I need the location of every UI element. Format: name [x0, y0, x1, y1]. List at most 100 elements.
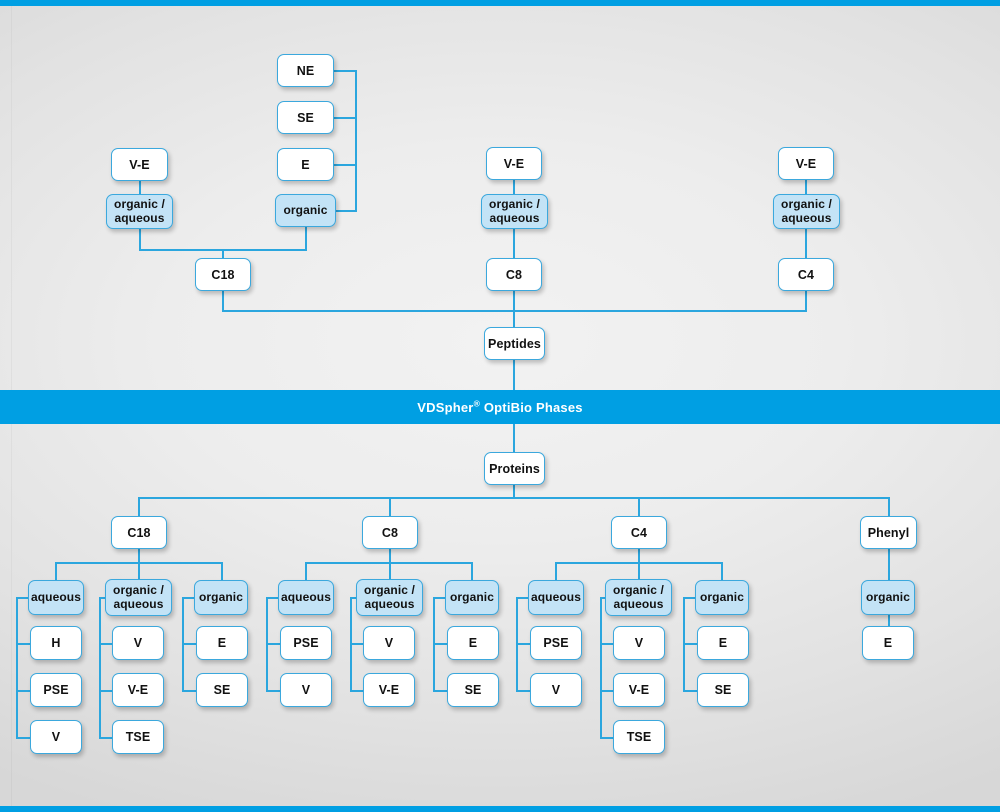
connector-c4-bus-organic-aqueous — [638, 562, 640, 579]
connector-ve-to-mode-c4 — [805, 180, 807, 194]
proteins-c8-org-item-se[interactable]: SE — [447, 673, 499, 707]
proteins-c18-org-item-se[interactable]: SE — [196, 673, 248, 707]
peptides-c18-parent-ve[interactable]: V-E — [111, 148, 168, 181]
connector-c8-aqueous-item-2 — [266, 690, 280, 692]
brand-banner: VDSpher® OptiBio Phases — [0, 390, 1000, 424]
connector-peptides-to-banner — [513, 359, 515, 392]
peptides-c18-organic-item-ne[interactable]: NE — [277, 54, 334, 87]
connector-c4-org-item-1 — [683, 643, 697, 645]
peptides-base-c4[interactable]: C4 — [778, 258, 834, 291]
connector-spine-to-phenyl — [888, 497, 890, 516]
peptides-base-c8[interactable]: C8 — [486, 258, 542, 291]
peptides-c8-mode-organic-aqueous[interactable]: organic / aqueous — [481, 194, 548, 229]
proteins-c4-oa-item-ve[interactable]: V-E — [613, 673, 665, 707]
top-accent-bar — [0, 0, 1000, 6]
connector-spine-to-c18 — [138, 497, 140, 516]
proteins-phenyl-mode-organic[interactable]: organic — [861, 580, 915, 615]
proteins-c8-mode-aqueous[interactable]: aqueous — [278, 580, 334, 615]
proteins-c4-oa-item-v[interactable]: V — [613, 626, 665, 660]
proteins-c4-aqueous-item-pse[interactable]: PSE — [530, 626, 582, 660]
connector-c4-oa-item-1 — [600, 643, 613, 645]
connector-c8-bus-organic — [471, 562, 473, 580]
connector-junction-to-c18 — [222, 249, 224, 261]
proteins-c4-mode-organic[interactable]: organic — [695, 580, 749, 615]
connector-e-stub — [334, 164, 357, 166]
proteins-c8-aqueous-item-v[interactable]: V — [280, 673, 332, 707]
proteins-phenyl-org-item-e[interactable]: E — [862, 626, 914, 660]
connector-ve-to-mode-c8 — [513, 180, 515, 194]
proteins-root[interactable]: Proteins — [484, 452, 545, 485]
connector-c18-bus-organic — [221, 562, 223, 580]
peptides-c18-organic-item-se[interactable]: SE — [277, 101, 334, 134]
proteins-c18-aqueous-item-v[interactable]: V — [30, 720, 82, 754]
peptides-c4-mode-organic-aqueous[interactable]: organic / aqueous — [773, 194, 840, 229]
connector-mode-to-c8 — [513, 229, 515, 261]
connector-c8-aqueous-head — [266, 597, 280, 599]
peptides-c18-mode-organic-aqueous[interactable]: organic / aqueous — [106, 194, 173, 229]
connector-c18-down — [138, 549, 140, 563]
connector-c18-org-item-2 — [182, 690, 196, 692]
banner-text: VDSpher® OptiBio Phases — [417, 398, 582, 415]
connector-organic-stub — [334, 210, 357, 212]
proteins-c18-mode-aqueous[interactable]: aqueous — [28, 580, 84, 615]
connector-c4-aqueous-item-2 — [516, 690, 530, 692]
proteins-base-c18[interactable]: C18 — [111, 516, 167, 549]
proteins-c18-aqueous-item-pse[interactable]: PSE — [30, 673, 82, 707]
proteins-c4-mode-organic-aqueous[interactable]: organic / aqueous — [605, 579, 672, 616]
proteins-c4-org-item-e[interactable]: E — [697, 626, 749, 660]
proteins-c8-mode-organic[interactable]: organic — [445, 580, 499, 615]
peptides-base-c18[interactable]: C18 — [195, 258, 251, 291]
peptides-root[interactable]: Peptides — [484, 327, 545, 360]
proteins-base-c8[interactable]: C8 — [362, 516, 418, 549]
connector-c4-aqueous-item-1 — [516, 643, 530, 645]
proteins-c8-aqueous-item-pse[interactable]: PSE — [280, 626, 332, 660]
proteins-c4-aqueous-item-v[interactable]: V — [530, 673, 582, 707]
proteins-c4-mode-aqueous[interactable]: aqueous — [528, 580, 584, 615]
connector-c4-aqueous-head — [516, 597, 530, 599]
connector-c8-org-item-2 — [433, 690, 447, 692]
connector-organic-rail — [355, 70, 357, 212]
proteins-c4-oa-item-tse[interactable]: TSE — [613, 720, 665, 754]
proteins-c8-oa-item-ve[interactable]: V-E — [363, 673, 415, 707]
connector-c18-to-spine — [222, 290, 224, 311]
connector-c4-oa-item-3 — [600, 737, 613, 739]
connector-spine-to-c4 — [638, 497, 640, 516]
connector-ve-to-mode-c18 — [139, 180, 141, 194]
peptides-c8-parent-ve[interactable]: V-E — [486, 147, 542, 180]
proteins-c18-oa-item-ve[interactable]: V-E — [112, 673, 164, 707]
connector-c18-aqueous-item-3 — [16, 737, 30, 739]
proteins-c4-org-item-se[interactable]: SE — [697, 673, 749, 707]
peptides-c4-parent-ve[interactable]: V-E — [778, 147, 834, 180]
registered-mark: ® — [473, 398, 481, 409]
proteins-c18-oa-item-tse[interactable]: TSE — [112, 720, 164, 754]
proteins-c8-oa-item-v[interactable]: V — [363, 626, 415, 660]
connector-se-stub — [334, 117, 357, 119]
connector-c4-org-item-2 — [683, 690, 697, 692]
connector-ne-stub — [334, 70, 357, 72]
proteins-c18-mode-organic[interactable]: organic — [194, 580, 248, 615]
connector-phenyl-to-organic — [888, 549, 890, 580]
proteins-c18-mode-organic-aqueous[interactable]: organic / aqueous — [105, 579, 172, 616]
connector-c18-org-item-1 — [182, 643, 196, 645]
banner-brand: VDSpher — [417, 399, 474, 415]
proteins-c18-oa-item-v[interactable]: V — [112, 626, 164, 660]
proteins-base-c4[interactable]: C4 — [611, 516, 667, 549]
connector-c18-oa-rail — [99, 597, 101, 737]
connector-c18-oa-item-1 — [99, 643, 112, 645]
connector-c18-oa-item-3 — [99, 737, 112, 739]
proteins-c8-org-item-e[interactable]: E — [447, 626, 499, 660]
connector-c18-org-head — [182, 597, 196, 599]
peptides-c18-mode-organic[interactable]: organic — [275, 194, 336, 227]
connector-c4-bus-aqueous — [555, 562, 557, 580]
connector-c18-bus-organic-aqueous — [138, 562, 140, 579]
proteins-c8-mode-organic-aqueous[interactable]: organic / aqueous — [356, 579, 423, 616]
proteins-c18-org-item-e[interactable]: E — [196, 626, 248, 660]
connector-mode-down-c18 — [139, 229, 141, 250]
connector-mode-to-c4 — [805, 229, 807, 261]
proteins-base-phenyl[interactable]: Phenyl — [860, 516, 917, 549]
connector-spine-to-c8 — [389, 497, 391, 516]
connector-c8-oa-item-1 — [350, 643, 363, 645]
proteins-c18-aqueous-item-h[interactable]: H — [30, 626, 82, 660]
peptides-c18-organic-item-e[interactable]: E — [277, 148, 334, 181]
